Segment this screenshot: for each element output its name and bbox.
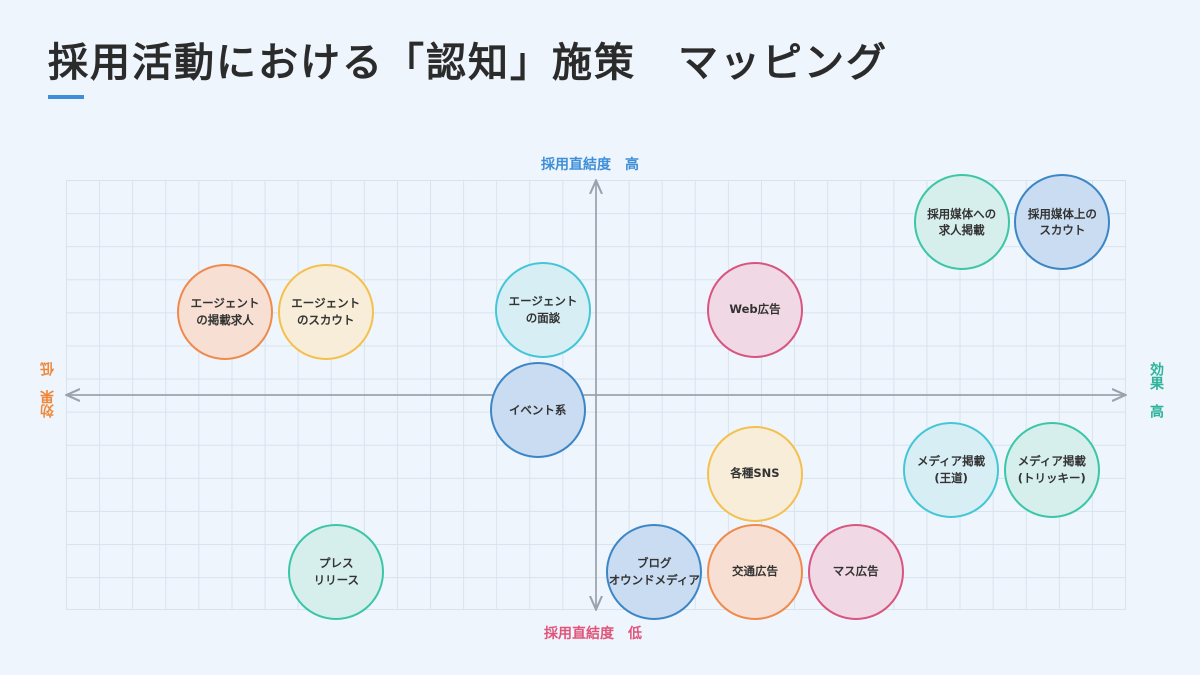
bubble-point: ブログ オウンドメディア bbox=[606, 523, 703, 620]
bubble-label: 採用媒体への 求人掲載 bbox=[927, 206, 997, 238]
bubble-label: 採用媒体上の スカウト bbox=[1027, 206, 1097, 238]
bubble-point: エージェント のスカウト bbox=[277, 263, 374, 360]
bubble-point: メディア掲載 (トリッキー) bbox=[1003, 421, 1100, 518]
bubble-label: プレス リリース bbox=[313, 556, 360, 587]
bubble-label: 各種SNS bbox=[730, 466, 780, 481]
bubble-label: マス広告 bbox=[832, 564, 879, 579]
bubble-point: 採用媒体上の スカウト bbox=[1014, 174, 1111, 271]
bubble-label: エージェント の面談 bbox=[508, 294, 578, 325]
y-axis-low-label: 採用直結度 低 bbox=[544, 626, 642, 642]
bubble-point: Web広告 bbox=[707, 261, 803, 358]
bubble-label: エージェント の掲載求人 bbox=[190, 296, 260, 327]
title-underline bbox=[48, 95, 84, 99]
bubble-point: 交通広告 bbox=[707, 523, 803, 620]
bubble-label: 交通広告 bbox=[732, 564, 778, 579]
bubble-label: イベント系 bbox=[508, 402, 567, 417]
bubble-label: エージェント のスカウト bbox=[291, 296, 361, 327]
y-axis-high-label: 採用直結度 高 bbox=[541, 157, 639, 173]
bubble-label: ブログ オウンドメディア bbox=[608, 556, 700, 587]
bubble-point: エージェント の面談 bbox=[495, 261, 591, 358]
bubble-label: Web広告 bbox=[729, 302, 781, 317]
bubble-point: マス広告 bbox=[807, 523, 904, 620]
page-title: 採用活動における「認知」施策 マッピング bbox=[48, 40, 888, 86]
bubble-label: メディア掲載 (王道) bbox=[916, 453, 986, 485]
x-axis-low-label: 効果 低 bbox=[40, 362, 56, 418]
bubble-point: エージェント の掲載求人 bbox=[177, 263, 273, 360]
x-axis-high-label: 効果 高 bbox=[1148, 362, 1164, 418]
bubble-point: イベント系 bbox=[489, 361, 586, 458]
bubble-label: メディア掲載 (トリッキー) bbox=[1017, 453, 1086, 485]
bubble-point: 各種SNS bbox=[707, 425, 803, 522]
bubble-point: 採用媒体への 求人掲載 bbox=[913, 174, 1010, 271]
bubble-point: メディア掲載 (王道) bbox=[903, 421, 1000, 518]
bubble-point: プレス リリース bbox=[288, 523, 385, 620]
